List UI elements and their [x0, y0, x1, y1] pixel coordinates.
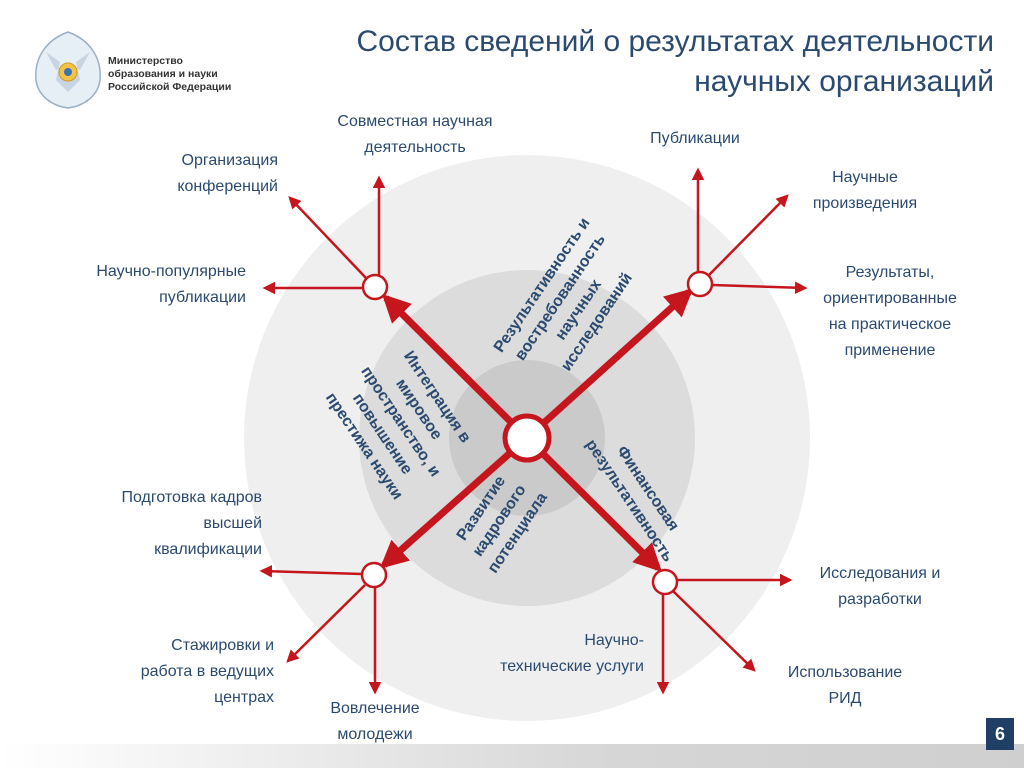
node-top-right [686, 270, 714, 298]
branch-arrow-scientific-works [708, 194, 789, 276]
ministry-line1: Министерство [108, 55, 183, 67]
node-bottom-right [651, 568, 679, 596]
page-title-line2: научных организаций [694, 65, 994, 98]
main-arrow-bottom-left [379, 435, 530, 569]
node-center [502, 413, 552, 463]
label-training: Подготовка кадров высшей квалификации [121, 489, 262, 558]
label-rid-use: Использование РИД [787, 664, 903, 707]
node-top-left [361, 273, 389, 301]
branch-arrow-training [259, 565, 363, 578]
label-tech-services: Научно- технические услуги [500, 632, 644, 675]
branch-arrow-conferences [288, 196, 367, 279]
page-title: Состав сведений о результатах деятельнос… [294, 22, 995, 102]
page-number: 6 [986, 718, 1014, 750]
node-bottom-left [360, 561, 388, 589]
main-arrow-top-right [524, 288, 694, 441]
label-scientific-works: Научные произведения [812, 169, 918, 212]
label-popular-publications: Научно-популярные публикации [96, 263, 246, 306]
label-publications: Публикации [650, 130, 740, 147]
label-internships: Стажировки и работа в ведущих центрах [140, 637, 274, 706]
ministry-line2: образования и науки [108, 68, 218, 80]
emblem-icon [35, 31, 101, 109]
label-youth: Вовлечение молодежи [330, 700, 420, 743]
footer-bar [0, 744, 1024, 768]
ministry-line3: Российской Федерации [108, 81, 232, 93]
label-joint-research: Совместная научная деятельность [337, 113, 493, 156]
branch-arrow-internships [286, 584, 366, 663]
branch-arrow-rid-use [672, 590, 756, 672]
main-arrow-bottom-right [524, 435, 662, 572]
label-conferences: Организация конференций [177, 152, 278, 195]
label-rnd: Исследования и разработки [819, 565, 941, 608]
branch-arrow-applied-results [711, 281, 808, 294]
ministry-name: Министерство образования и науки Российс… [108, 55, 231, 94]
label-applied-results: Результаты, ориентированные на практичес… [823, 264, 957, 359]
main-arrow-top-left [382, 294, 530, 441]
page-title-line1: Состав сведений о результатах деятельнос… [356, 25, 995, 58]
